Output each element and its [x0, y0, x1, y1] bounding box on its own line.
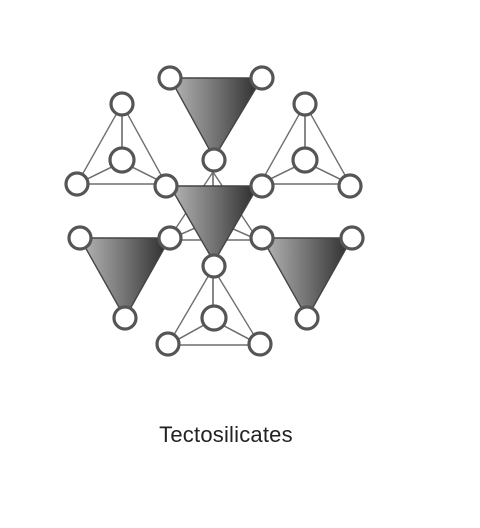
- oxygen-atom: [292, 91, 318, 117]
- oxygen-atom: [337, 173, 363, 199]
- oxygen-atoms: [64, 65, 365, 357]
- oxygen-atom: [249, 225, 275, 251]
- oxygen-atom: [109, 91, 135, 117]
- tetrahedron-up-bottom: [165, 265, 262, 347]
- oxygen-atom: [291, 146, 319, 174]
- oxygen-atom: [153, 173, 179, 199]
- oxygen-atom: [67, 225, 93, 251]
- oxygen-atom: [249, 173, 275, 199]
- tetrahedron-down-left: [78, 237, 172, 320]
- tetrahedron-down-right: [260, 237, 354, 320]
- tetrahedron-down-top: [168, 77, 264, 160]
- oxygen-atom: [112, 305, 138, 331]
- tetrahedron-down-center: [168, 185, 260, 264]
- oxygen-atom: [247, 331, 273, 357]
- tetrahedron-up-top-left: [75, 101, 168, 186]
- oxygen-atom: [249, 65, 275, 91]
- oxygen-atom: [64, 171, 90, 197]
- diagram-caption: Tectosilicates: [159, 422, 293, 447]
- oxygen-atom: [157, 65, 183, 91]
- oxygen-atom: [201, 147, 227, 173]
- oxygen-atom: [201, 253, 227, 279]
- oxygen-atom: [294, 305, 320, 331]
- oxygen-atom: [108, 146, 136, 174]
- oxygen-atom: [157, 225, 183, 251]
- oxygen-atom: [339, 225, 365, 251]
- oxygen-atom: [155, 331, 181, 357]
- oxygen-atom: [200, 304, 228, 332]
- tetrahedron-up-top-right: [258, 101, 352, 186]
